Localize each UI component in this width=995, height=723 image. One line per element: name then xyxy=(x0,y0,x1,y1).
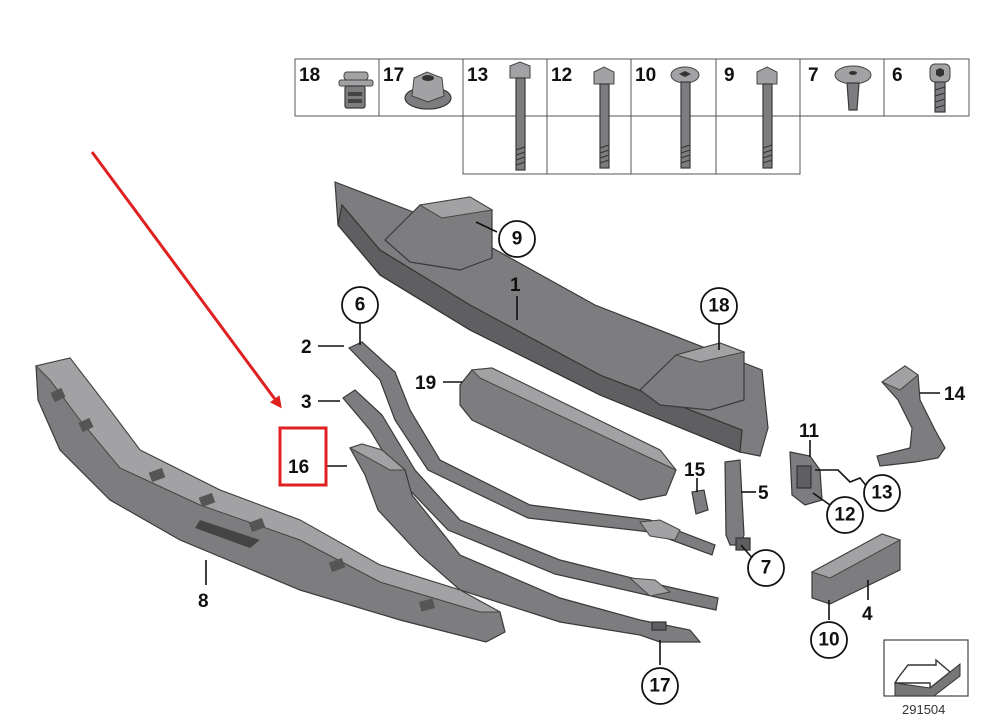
hardware-number: 13 xyxy=(467,65,488,86)
reference-number: 291504 xyxy=(902,702,945,717)
highlight-box xyxy=(278,426,328,487)
callout-15: 15 xyxy=(684,460,706,481)
foam-absorber-part-8 xyxy=(35,357,506,643)
callout-6: 6 xyxy=(355,295,366,316)
hardware-number: 17 xyxy=(383,65,404,86)
hardware-number: 7 xyxy=(808,65,819,86)
hardware-table: 18 17 13 xyxy=(294,58,970,175)
hex-bolt-long-icon xyxy=(509,61,531,171)
callout-18: 18 xyxy=(708,296,729,317)
callout-12: 12 xyxy=(834,505,855,526)
hardware-number: 10 xyxy=(635,65,656,86)
bracket-part-11 xyxy=(789,451,823,506)
hardware-number: 9 xyxy=(724,65,735,86)
callout-4: 4 xyxy=(862,604,873,625)
side-bracket-part-14 xyxy=(876,365,946,467)
hardware-cell-12: 12 xyxy=(551,65,615,169)
callout-1: 1 xyxy=(510,275,521,296)
bracket-strip-part-3 xyxy=(342,389,719,611)
hex-bolt-long-icon xyxy=(756,66,778,169)
bumper-carrier-part-1 xyxy=(334,181,769,457)
callout-10: 10 xyxy=(818,630,839,651)
hex-bolt-long-icon xyxy=(593,66,615,169)
callout-2: 2 xyxy=(301,337,312,358)
callout-16: 16 xyxy=(288,457,309,478)
callout-9: 9 xyxy=(512,229,523,250)
reference-badge: 291504 xyxy=(883,639,969,717)
callout-13-circle: 13 xyxy=(863,474,901,512)
highlight-annotation: 16 xyxy=(90,151,328,487)
callout-9-circle: 9 xyxy=(498,220,536,258)
callout-labels: 1 2 3 4 5 8 11 14 15 19 6 9 18 7 12 xyxy=(198,220,966,705)
callout-18-circle: 18 xyxy=(700,287,738,325)
callout-14: 14 xyxy=(944,384,966,405)
callout-5: 5 xyxy=(758,483,769,504)
callout-19: 19 xyxy=(415,373,436,394)
callout-11: 11 xyxy=(799,421,820,442)
block-part-4 xyxy=(810,533,902,605)
hardware-number: 18 xyxy=(299,65,320,86)
callout-7-circle: 7 xyxy=(747,549,785,587)
hex-socket-screw-icon xyxy=(929,63,951,113)
hardware-cell-7: 7 xyxy=(808,65,872,111)
hardware-cell-6: 6 xyxy=(892,63,951,113)
hardware-cell-10: 10 xyxy=(635,65,700,169)
callout-13: 13 xyxy=(871,483,892,504)
callout-10-circle: 10 xyxy=(810,621,848,659)
orientation-arrow-icon xyxy=(893,658,961,697)
absorber-block-part-19 xyxy=(459,367,677,501)
hardware-cell-13: 13 xyxy=(467,61,531,171)
callout-17-circle: 17 xyxy=(641,667,679,705)
hardware-number: 6 xyxy=(892,65,903,86)
hardware-cell-18: 18 xyxy=(299,65,374,109)
plastic-rivet-icon xyxy=(834,65,872,111)
torx-bolt-long-icon xyxy=(670,66,700,169)
lower-bracket-part-16 xyxy=(348,443,702,643)
bracket-strip-part-2 xyxy=(347,341,716,556)
callout-6-circle: 6 xyxy=(341,286,379,324)
hardware-cell-9: 9 xyxy=(724,65,778,169)
bracket-part-5 xyxy=(724,459,751,551)
red-arrow xyxy=(90,151,282,409)
callout-3: 3 xyxy=(301,392,312,413)
expanding-rivet-icon xyxy=(338,71,374,109)
callout-12-circle: 12 xyxy=(826,496,864,534)
hex-flange-nut-icon xyxy=(404,71,452,110)
callout-17: 17 xyxy=(649,676,670,697)
callout-8: 8 xyxy=(198,591,209,612)
callout-7: 7 xyxy=(761,558,772,579)
clip-part-15 xyxy=(691,489,709,515)
hardware-number: 12 xyxy=(551,65,572,86)
hardware-cell-17: 17 xyxy=(383,65,452,110)
